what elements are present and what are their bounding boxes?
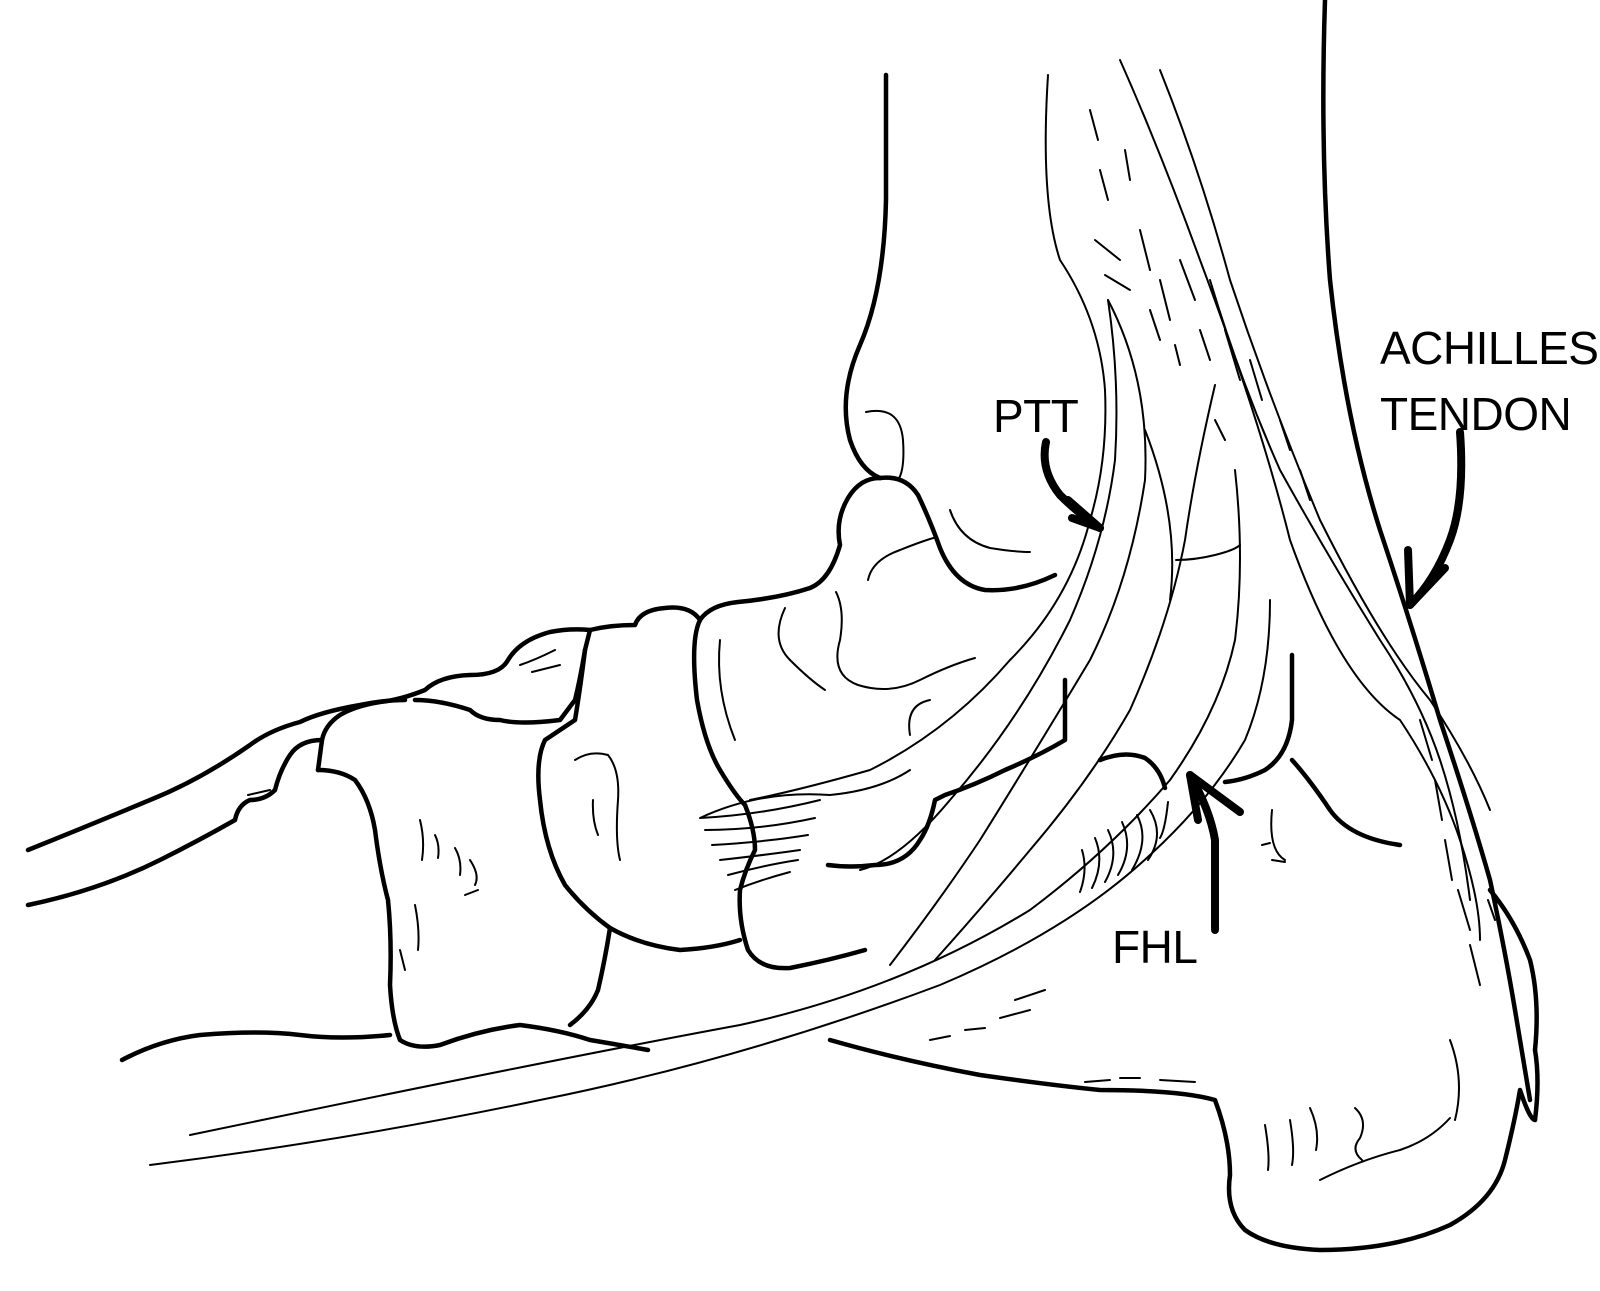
fhl-tendon-lower <box>149 599 1271 1166</box>
fhl-arrowhead <box>1186 771 1244 824</box>
achilles-arrowhead <box>1404 546 1449 609</box>
ligament-fan <box>699 769 911 891</box>
calcaneus-texture-3 <box>1264 1107 1365 1171</box>
talus-contour-5 <box>718 639 736 741</box>
calcaneus-texture-5 <box>1261 809 1286 863</box>
achilles-tendon-label: ACHILLES TENDON <box>1380 315 1599 447</box>
calcaneus-step <box>1097 752 1168 791</box>
talus-contour-1 <box>867 536 938 581</box>
tibia-outline <box>843 72 889 481</box>
second-metatarsal-upper <box>25 697 408 853</box>
navicular-outline <box>536 605 743 953</box>
fhl-sheath-marks <box>1079 801 1169 893</box>
talus-contour-4 <box>908 699 931 736</box>
sustentaculum-outline <box>825 677 1068 869</box>
tendon-fiber-marks <box>1089 109 1311 501</box>
fhl-arrow <box>1186 771 1220 934</box>
ptt-label: PTT <box>993 390 1079 442</box>
cuneiform-top <box>412 647 588 725</box>
talus-contour-3 <box>777 607 826 691</box>
tendon-line-fhl-2 <box>1144 429 1241 601</box>
talus-inner-line <box>949 509 1031 553</box>
cuneiform-outline <box>737 802 868 971</box>
first-metatarsal-joint <box>567 925 613 1028</box>
achilles-tendon-outline <box>1321 0 1533 1103</box>
ptt-arrowhead <box>1064 496 1104 532</box>
calcaneus-inferior <box>827 887 1540 1253</box>
fhl-label: FHL <box>1112 921 1198 973</box>
second-metatarsal-outline <box>25 737 325 908</box>
calcaneus-medial-wall <box>1222 652 1295 785</box>
achilles-label-line2: TENDON <box>1380 388 1572 440</box>
calcaneus-texture-2 <box>1084 1077 1196 1083</box>
tendon-line-4 <box>934 384 1216 961</box>
talus-contour-2 <box>835 591 976 690</box>
tendon-line-3 <box>889 299 1147 966</box>
navicular-contour <box>574 752 621 861</box>
first-metatarsal-head <box>315 767 651 1053</box>
sole-line <box>119 1030 393 1063</box>
calcaneal-tendon-lines <box>1119 59 1481 941</box>
talus-outline <box>691 475 883 808</box>
calcaneus-texture-4 <box>1319 1039 1460 1181</box>
fhl-tendon <box>189 469 1241 1136</box>
first-metatarsal-contour <box>399 819 479 971</box>
first-metatarsal-outline <box>315 627 593 773</box>
calcaneal-tendon-line-3 <box>1209 279 1471 901</box>
achilles-label-line1: ACHILLES <box>1380 322 1599 374</box>
achilles-fiber-marks <box>1419 719 1496 986</box>
calcaneus-posterior <box>1289 757 1403 848</box>
calcaneus-texture-1 <box>929 989 1046 1041</box>
malleolus-inner-line <box>865 409 905 481</box>
forefoot-contour <box>247 649 561 796</box>
tendon-line-2 <box>859 299 1118 871</box>
talus-dome <box>877 475 1058 593</box>
